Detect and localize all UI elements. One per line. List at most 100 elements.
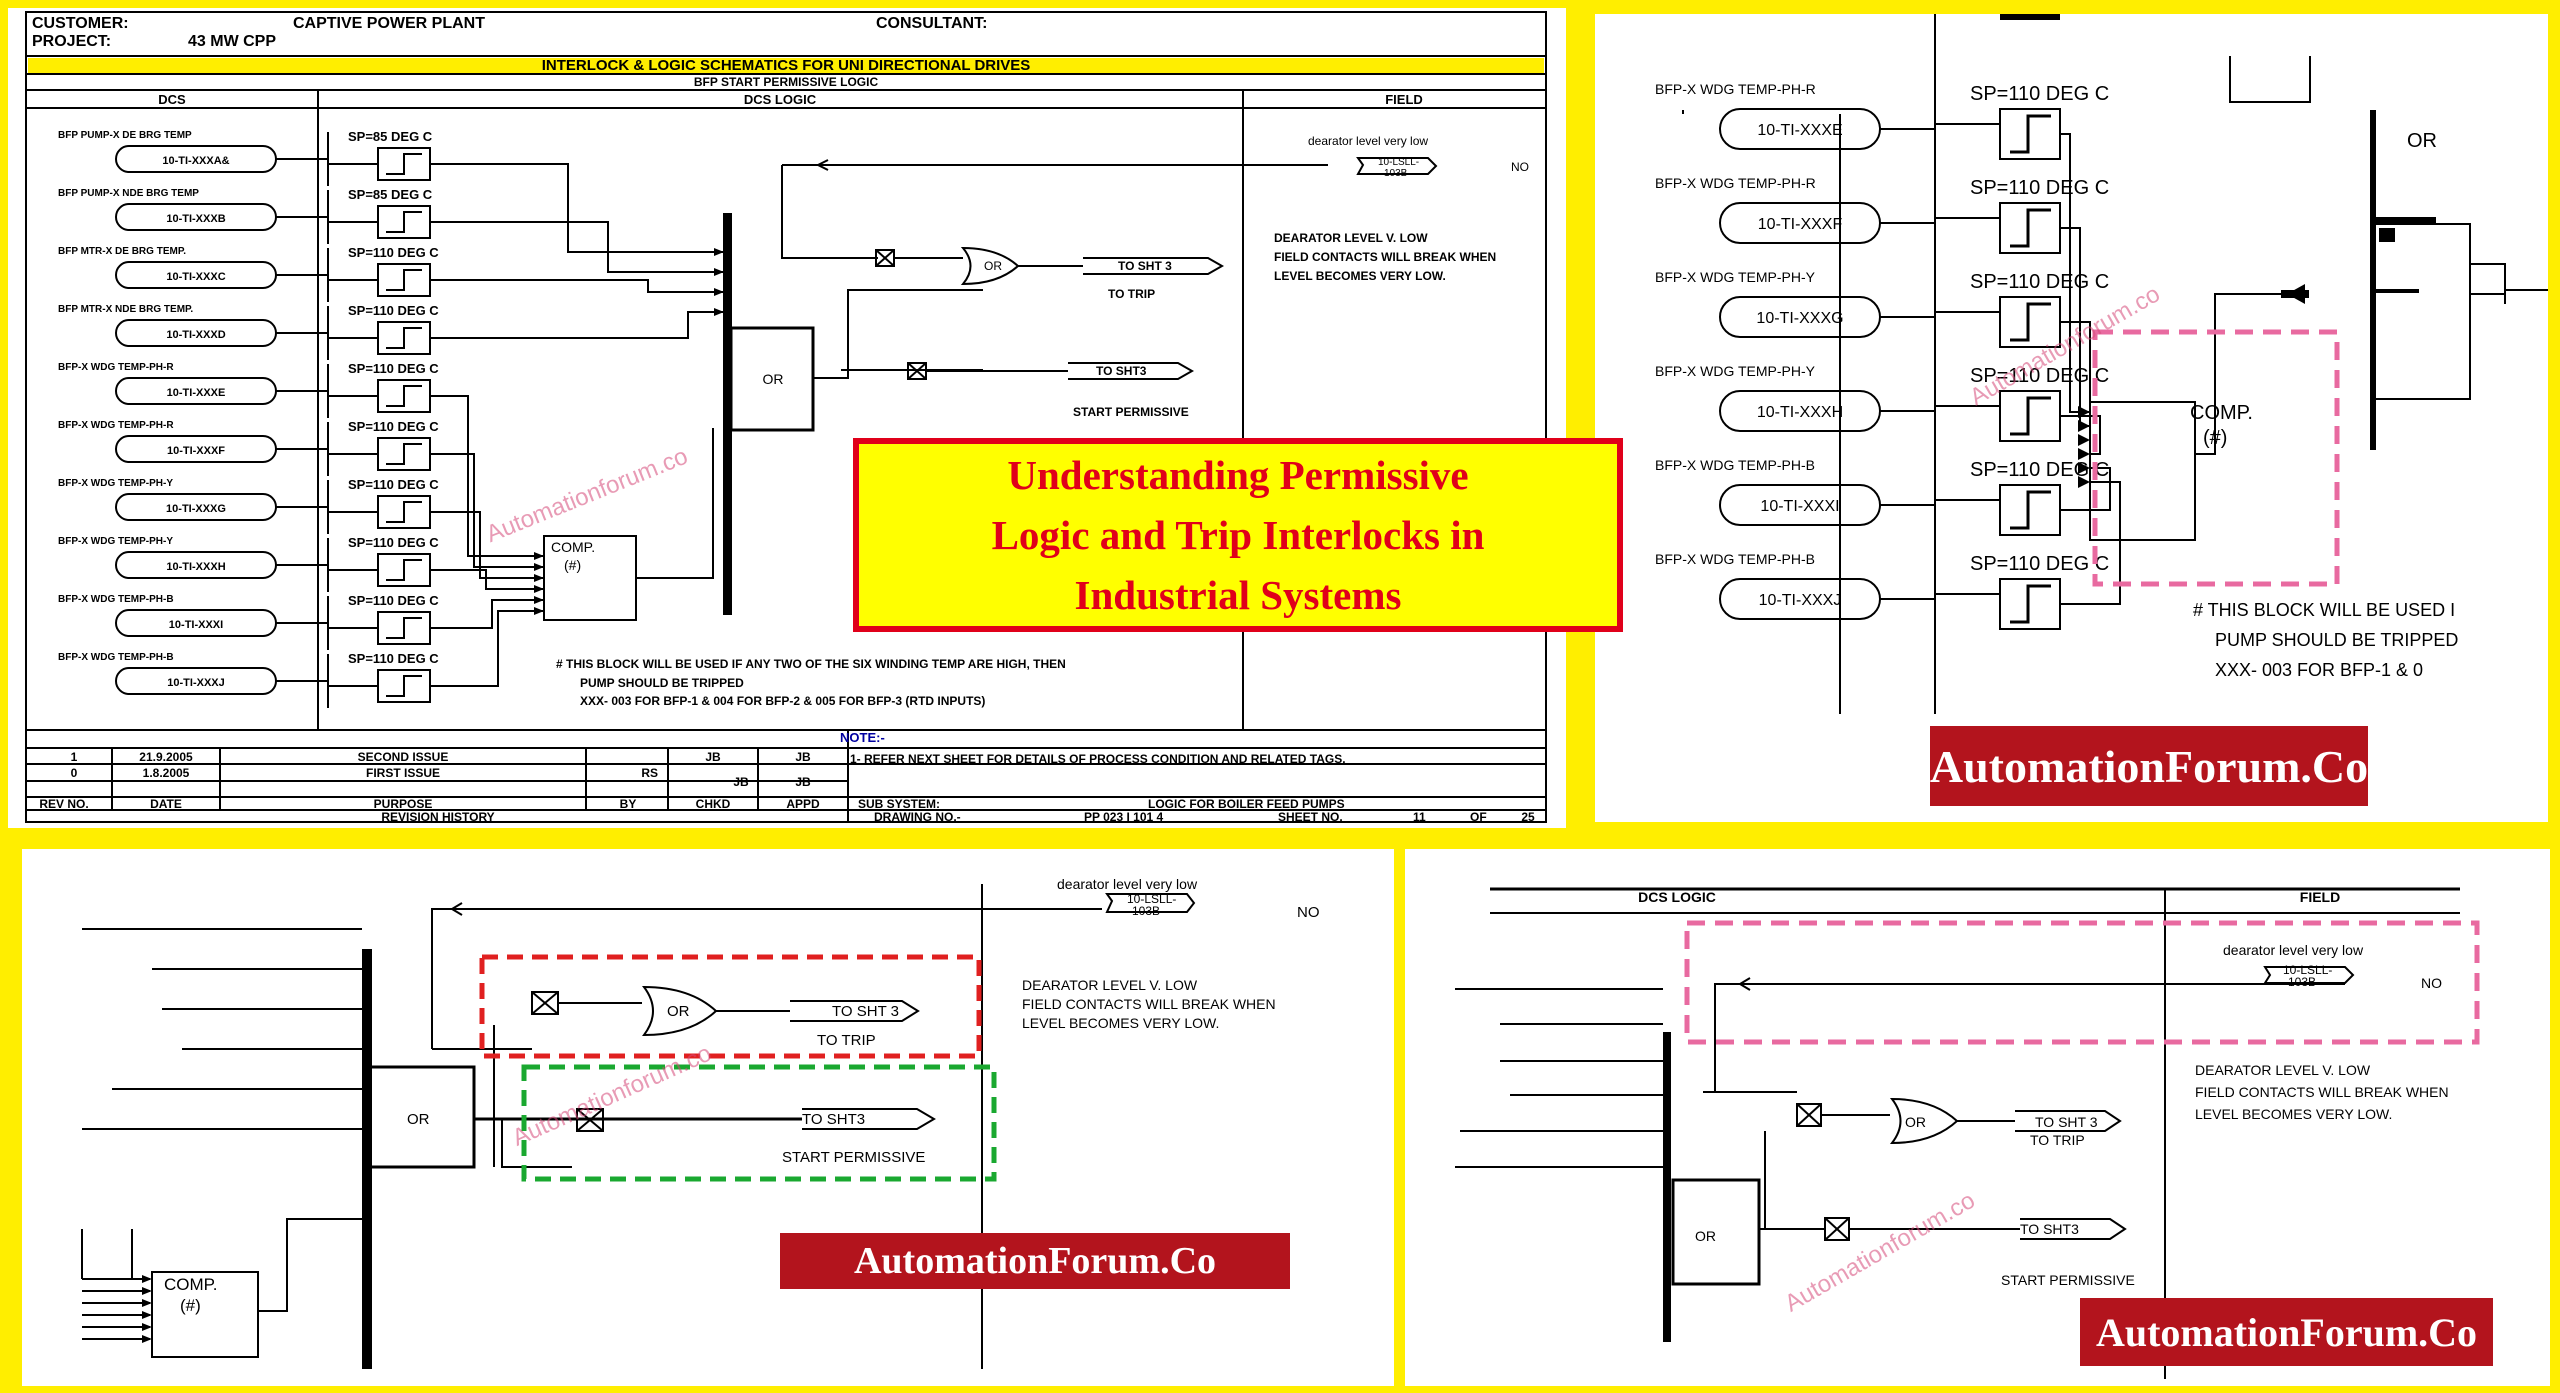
sheet-input-setpoint: SP=110 DEG C [348, 245, 439, 260]
sheet-start-permissive: START PERMISSIVE [1073, 405, 1189, 419]
sheet-input-tag: 10-TI-XXXJ [167, 677, 224, 689]
sheet-of-label: OF [1470, 810, 1487, 824]
trip-to-trip: TO TRIP [817, 1032, 876, 1049]
field-or-gate-label: OR [1905, 1114, 1926, 1130]
sub-system-label: SUB SYSTEM: [858, 797, 940, 811]
sheet-input-rows: BFP PUMP-X DE BRG TEMP 10-TI-XXXA&SP=85 D… [58, 129, 724, 708]
field-pink-highlight-box [1684, 920, 2480, 1045]
trip-field-tag2: 103B [1132, 904, 1160, 918]
sheet-note-head: NOTE:- [840, 730, 885, 745]
sheet-input-setpoint: SP=85 DEG C [348, 187, 433, 202]
field-field-no: NO [2421, 975, 2442, 991]
sheet-input-setpoint: SP=110 DEG C [348, 593, 439, 608]
trip-field-note-2: FIELD CONTACTS WILL BREAK WHEN [1022, 996, 1276, 1012]
trip-or-label: OR [407, 1111, 430, 1128]
sheet-input-setpoint: SP=110 DEG C [348, 361, 439, 376]
sheet-or-gate-label: OR [984, 259, 1002, 273]
red-highlight-box [479, 954, 982, 1059]
field-col-dcs-logic: DCS LOGIC [1638, 889, 1716, 905]
trip-field-tag: 10-LSLL- [1127, 892, 1176, 906]
sheet-input-tag: 10-TI-XXXD [166, 329, 225, 341]
sheet-input-label: BFP-X WDG TEMP-PH-B [58, 652, 174, 663]
zoom-input-label: BFP-X WDG TEMP-PH-Y [1655, 269, 1816, 285]
zoom-input-setpoint: SP=110 DEG C [1970, 459, 2109, 481]
sheet-hash-note-1: # THIS BLOCK WILL BE USED IF ANY TWO OF … [556, 657, 1066, 671]
field-to-trip: TO TRIP [2030, 1132, 2085, 1148]
field-to-sht3-b: TO SHT3 [2020, 1221, 2079, 1237]
sheet-or-label: OR [763, 371, 784, 387]
zoom-input-tag: 10-TI-XXXE [1757, 122, 1842, 139]
sheet-input-tag: 10-TI-XXXA& [162, 155, 229, 167]
rev-header-chkd: CHKD [696, 797, 731, 811]
sheet-input-tag: 10-TI-XXXC [166, 271, 225, 283]
rev-0-date: 1.8.2005 [143, 766, 190, 780]
sheet-input-tag: 10-TI-XXXH [166, 561, 225, 573]
sheet-input-setpoint: SP=110 DEG C [348, 651, 439, 666]
zoom-input-label: BFP-X WDG TEMP-PH-R [1655, 175, 1816, 191]
sheet-input-tag: 10-TI-XXXF [167, 445, 225, 457]
zoom-input-tag: 10-TI-XXXH [1757, 404, 1843, 421]
zoom-input-label: BFP-X WDG TEMP-PH-B [1655, 457, 1815, 473]
sheet-input-setpoint: SP=110 DEG C [348, 419, 439, 434]
trip-field-top: dearator level very low [1057, 876, 1198, 892]
sheet-band-title: INTERLOCK & LOGIC SCHEMATICS FOR UNI DIR… [542, 57, 1031, 74]
rev-1-number: 1 [71, 750, 78, 764]
rev-header-no: REV NO. [39, 797, 88, 811]
brand-badge-bottom-right: AutomationForum.Co [2080, 1298, 2493, 1366]
comp-block-zoom-drawing: BFP-X WDG TEMP-PH-R 10-TI-XXXE SP=110 DEG … [1655, 14, 2548, 714]
sheet-input-tag: 10-TI-XXXE [167, 387, 226, 399]
sheet-input-setpoint: SP=110 DEG C [348, 303, 439, 318]
sheet-subtitle: BFP START PERMISSIVE LOGIC [694, 75, 879, 89]
sheet-field-top: dearator level very low [1308, 134, 1428, 148]
sheet-input-label: BFP-X WDG TEMP-PH-R [58, 420, 174, 431]
sheet-comp-label: COMP. [551, 539, 595, 555]
sheet-field-tag2: 103B [1384, 168, 1408, 179]
zoom-comp-sub: (#) [2203, 427, 2227, 449]
zoom-input-label: BFP-X WDG TEMP-PH-R [1655, 81, 1816, 97]
trip-field-no: NO [1297, 904, 1320, 921]
zoom-watermark: Automationforum.co [1965, 280, 2165, 411]
column-field: FIELD [1385, 92, 1423, 107]
field-watermark: Automationforum.co [1780, 1187, 1980, 1318]
trip-to-sht3-b: TO SHT3 [802, 1111, 865, 1128]
sheet-input-label: BFP-X WDG TEMP-PH-B [58, 594, 174, 605]
zoom-input-label: BFP-X WDG TEMP-PH-Y [1655, 363, 1816, 379]
rev-header-appd: APPD [786, 797, 820, 811]
rev-1-appd: JB [795, 750, 811, 764]
field-col-field: FIELD [2300, 889, 2340, 905]
zoom-input-setpoint: SP=110 DEG C [1970, 553, 2109, 575]
drawing-no-value: PP 023 I 101 4 [1084, 810, 1164, 824]
logic-sheet-panel: CUSTOMER: CAPTIVE POWER PLANT CONSULTANT… [8, 8, 1566, 828]
field-input-drawing: DCS LOGIC FIELD dearator level very low … [1455, 887, 2480, 1379]
zoom-input-rows: BFP-X WDG TEMP-PH-R 10-TI-XXXE SP=110 DEG … [1655, 14, 2121, 714]
field-note-1: DEARATOR LEVEL V. LOW [2195, 1062, 2371, 1078]
trip-or-gate-label: OR [667, 1003, 690, 1020]
zoom-input-setpoint: SP=110 DEG C [1970, 365, 2109, 387]
sheet-to-trip: TO TRIP [1108, 287, 1155, 301]
field-field-tag: 10-LSLL- [2283, 963, 2332, 977]
comp-block-zoom-panel: BFP-X WDG TEMP-PH-R 10-TI-XXXE SP=110 DEG … [1595, 14, 2548, 822]
sheet-input-label: BFP PUMP-X DE BRG TEMP [58, 130, 192, 141]
zoom-input-tag: 10-TI-XXXI [1760, 498, 1839, 515]
sheet-field-note-2: FIELD CONTACTS WILL BREAK WHEN [1274, 250, 1496, 264]
sheet-no-value: 11 [1413, 810, 1426, 824]
rev-header-by: BY [620, 797, 637, 811]
zoom-input-setpoint: SP=110 DEG C [1970, 177, 2109, 199]
zoom-note-1: # THIS BLOCK WILL BE USED I [2193, 600, 2455, 620]
green-highlight-box [521, 1064, 997, 1182]
sheet-field-no: NO [1511, 160, 1529, 174]
logic-sheet-drawing: CUSTOMER: CAPTIVE POWER PLANT CONSULTANT… [25, 11, 1547, 824]
zoom-input-setpoint: SP=110 DEG C [1970, 271, 2109, 293]
zoom-input-tag: 10-TI-XXXJ [1759, 592, 1842, 609]
sheet-no-label: SHEET NO. [1278, 810, 1343, 824]
field-to-sht3-a: TO SHT 3 [2035, 1114, 2098, 1130]
sheet-input-tag: 10-TI-XXXG [166, 503, 226, 515]
sheet-to-sht3-a: TO SHT 3 [1118, 259, 1172, 273]
field-note-3: LEVEL BECOMES VERY LOW. [2195, 1106, 2392, 1122]
sheet-to-sht3-b: TO SHT3 [1096, 364, 1147, 378]
rev-1-chkd: JB [705, 750, 721, 764]
rev-1-date: 21.9.2005 [139, 750, 193, 764]
sheet-hash-note-2: PUMP SHOULD BE TRIPPED [580, 676, 744, 690]
sheet-field-note-1: DEARATOR LEVEL V. LOW [1274, 231, 1428, 245]
trip-field-note-3: LEVEL BECOMES VERY LOW. [1022, 1015, 1219, 1031]
